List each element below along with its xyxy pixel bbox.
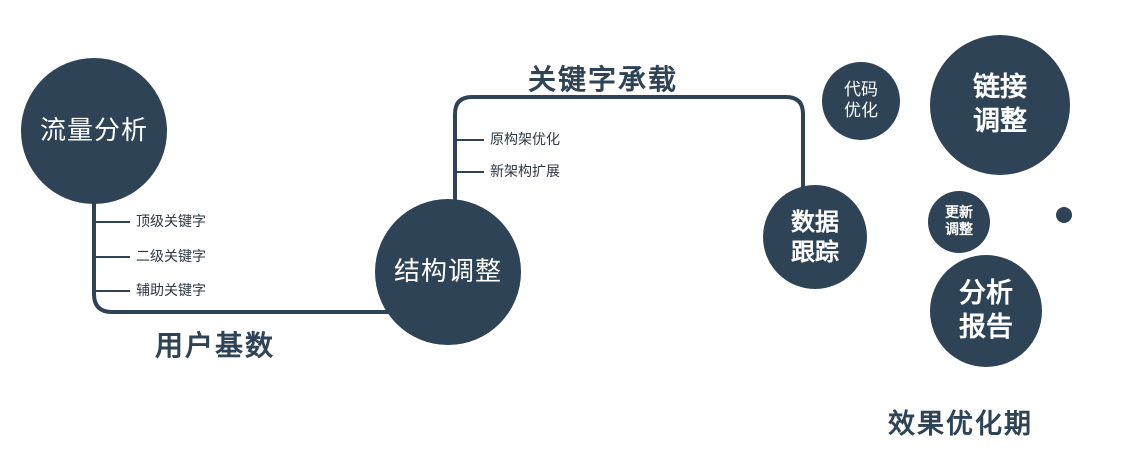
branch-original-architecture: 原构架优化	[490, 132, 560, 148]
branch-auxiliary-keywords: 辅助关键字	[136, 283, 206, 299]
branch-top-keywords: 顶级关键字	[136, 214, 206, 230]
node-data-tracking-line2: 跟踪	[791, 238, 839, 266]
branch-new-architecture: 新架构扩展	[490, 164, 560, 180]
node-link-adjust: 链接 调整	[930, 35, 1070, 175]
node-update-adjust-line2: 调整	[945, 222, 973, 238]
node-data-tracking: 数据 跟踪	[763, 185, 867, 289]
node-code-optimize-line2: 优化	[844, 101, 878, 121]
node-structure-adjust-label: 结构调整	[393, 256, 502, 287]
node-analysis-report-line2: 报告	[959, 312, 1013, 343]
connector-structure-data	[453, 95, 805, 202]
connector-traffic-structure	[92, 195, 392, 314]
node-data-tracking-line1: 数据	[791, 208, 839, 236]
node-code-optimize-line1: 代码	[844, 79, 878, 100]
edge-label-keyword-carry: 关键字承载	[528, 63, 679, 96]
edge-label-user-base: 用户基数	[155, 329, 276, 362]
node-analysis-report: 分析 报告	[930, 255, 1042, 367]
node-link-adjust-line1: 链接	[973, 72, 1027, 104]
node-code-optimize: 代码 优化	[822, 62, 900, 140]
node-traffic-analysis: 流量分析	[21, 58, 167, 204]
node-traffic-analysis-label: 流量分析	[39, 115, 148, 146]
node-dot-marker	[1056, 207, 1072, 223]
node-update-adjust-line1: 更新	[945, 204, 973, 221]
footer-phase-label: 效果优化期	[888, 409, 1033, 440]
node-analysis-report-line1: 分析	[959, 278, 1013, 310]
node-update-adjust: 更新 调整	[928, 191, 990, 253]
branch-secondary-keywords: 二级关键字	[136, 249, 206, 265]
node-link-adjust-line2: 调整	[973, 106, 1027, 137]
node-structure-adjust: 结构调整	[375, 199, 521, 345]
